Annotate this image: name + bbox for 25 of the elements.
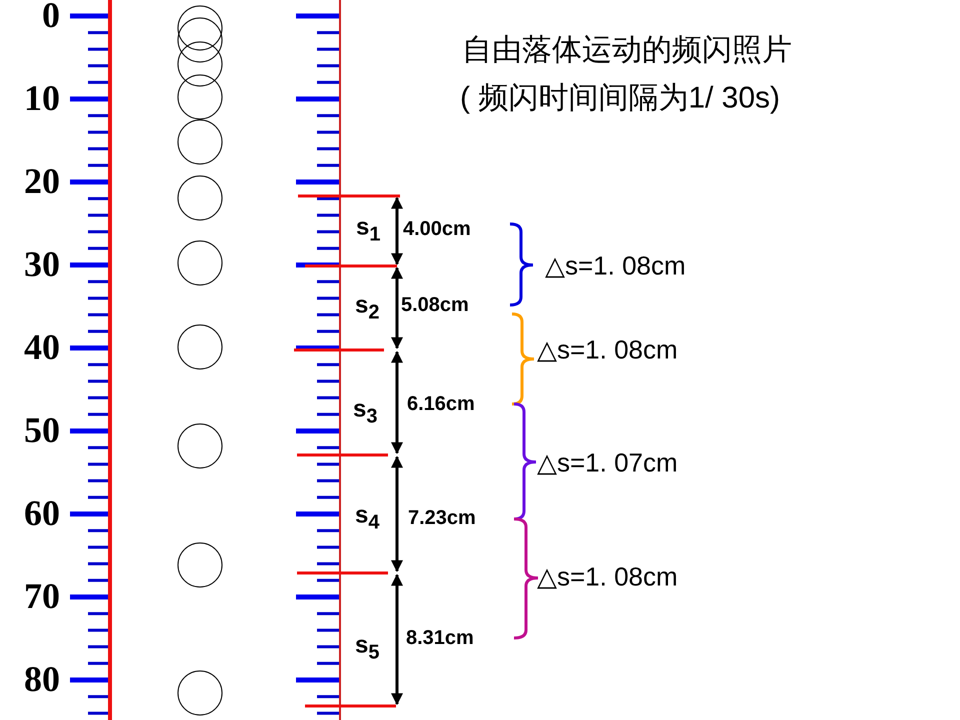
scale-number: 50 xyxy=(24,411,60,451)
difference-label: △s=1. 08cm xyxy=(545,252,686,280)
title: 自由落体运动的频闪照片 xyxy=(462,34,792,66)
segment-label: s$_{2}$ xyxy=(355,292,380,324)
scale-number: 30 xyxy=(24,245,60,285)
segment-label: s$_{1}$ xyxy=(356,214,380,246)
scale-number: 80 xyxy=(24,660,60,700)
length-value: 5.08cm xyxy=(401,294,469,316)
subtitle: ( 频闪时间间隔为1/ 30s) xyxy=(460,82,780,114)
length-value: 7.23cm xyxy=(408,507,476,529)
scale-number: 0 xyxy=(42,0,60,36)
length-value: 4.00cm xyxy=(403,218,471,240)
scale-number: 70 xyxy=(24,577,60,617)
scale-number: 40 xyxy=(24,328,60,368)
scale-number: 60 xyxy=(24,494,60,534)
length-value: 6.16cm xyxy=(407,393,475,415)
difference-label: △s=1. 08cm xyxy=(537,336,678,364)
difference-label: △s=1. 08cm xyxy=(537,562,678,592)
segment-label: s$_{4}$ xyxy=(355,502,380,534)
segment-label: s$_{3}$ xyxy=(353,396,378,428)
length-value: 8.31cm xyxy=(406,627,474,649)
scale-number: 10 xyxy=(24,79,60,119)
scale-number: 20 xyxy=(24,162,60,202)
difference-label: △s=1. 07cm xyxy=(537,448,678,478)
segment-label: s$_{5}$ xyxy=(355,632,380,664)
